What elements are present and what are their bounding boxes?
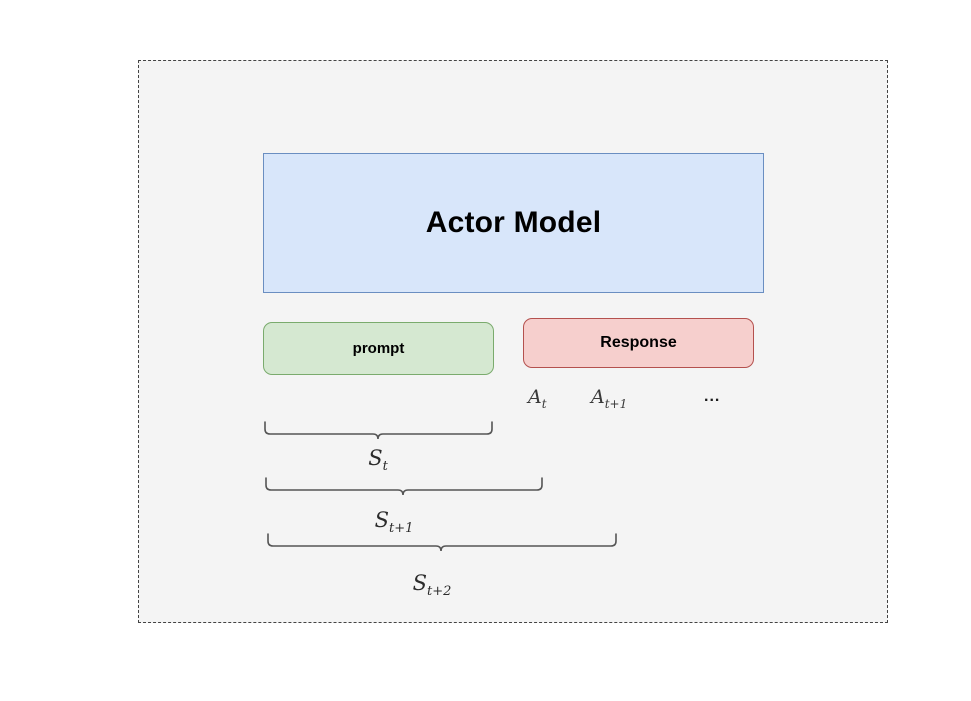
underbrace-state-t bbox=[263, 420, 497, 444]
prompt-label: prompt bbox=[352, 340, 405, 357]
action-t-plus-1-base: A bbox=[591, 386, 605, 408]
state-label-t: St bbox=[368, 446, 388, 474]
state-t-subscript: t bbox=[382, 459, 388, 475]
action-token-t: At bbox=[528, 386, 547, 411]
action-ellipsis-label: ... bbox=[704, 388, 721, 405]
prompt-box[interactable]: prompt bbox=[263, 322, 494, 375]
state-t-plus-1-base: S bbox=[374, 508, 389, 532]
action-t-subscript: t bbox=[541, 396, 547, 411]
action-t-base: A bbox=[528, 386, 542, 408]
response-label: Response bbox=[600, 334, 677, 351]
brace-path-1 bbox=[264, 421, 493, 440]
state-label-t-plus-1: St+1 bbox=[375, 508, 414, 536]
state-t-plus-2-base: S bbox=[412, 571, 427, 595]
underbrace-state-t-plus-2 bbox=[266, 532, 621, 556]
action-token-t-plus-1: At+1 bbox=[591, 386, 627, 411]
brace-path-3 bbox=[267, 533, 617, 552]
actor-model-label: Actor Model bbox=[425, 206, 602, 239]
state-t-plus-1-subscript: t+1 bbox=[389, 521, 414, 537]
actor-model-box[interactable]: Actor Model bbox=[263, 153, 764, 293]
state-t-plus-2-subscript: t+2 bbox=[427, 584, 452, 600]
response-box[interactable]: Response bbox=[523, 318, 754, 368]
state-label-t-plus-2: St+2 bbox=[413, 571, 452, 599]
brace-path-2 bbox=[265, 477, 543, 496]
action-t-plus-1-subscript: t+1 bbox=[604, 396, 628, 411]
underbrace-state-t-plus-1 bbox=[264, 476, 547, 500]
state-t-base: S bbox=[368, 446, 383, 470]
